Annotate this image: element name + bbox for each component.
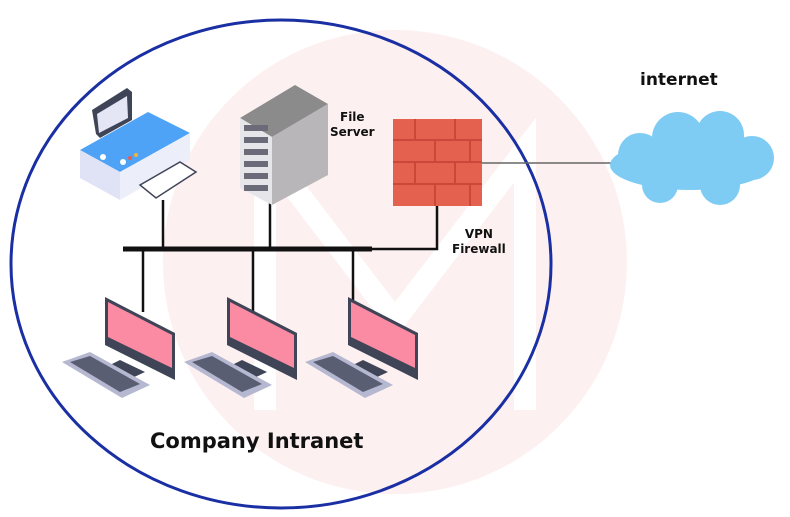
internet-label: internet bbox=[640, 70, 718, 90]
vpn-label-line2: Firewall bbox=[452, 242, 506, 256]
file-server-label-line1: File bbox=[340, 110, 365, 124]
computer-2-icon bbox=[184, 297, 297, 398]
watermark-logo bbox=[163, 30, 627, 494]
computer-1-icon bbox=[62, 297, 175, 398]
printer-icon bbox=[80, 88, 198, 200]
computer-3-icon bbox=[305, 297, 418, 398]
network-cables bbox=[123, 162, 612, 312]
vpn-firewall-label: VPN Firewall bbox=[452, 227, 506, 257]
intranet-title: Company Intranet bbox=[150, 429, 364, 453]
internet-cloud-icon bbox=[610, 111, 774, 205]
file-server-label-line2: Server bbox=[330, 125, 375, 139]
vpn-label-line1: VPN bbox=[464, 227, 493, 241]
file-server-icon bbox=[240, 85, 328, 205]
file-server-label: File Server bbox=[330, 110, 375, 140]
intranet-boundary bbox=[9, 18, 553, 510]
firewall-icon bbox=[393, 119, 482, 206]
